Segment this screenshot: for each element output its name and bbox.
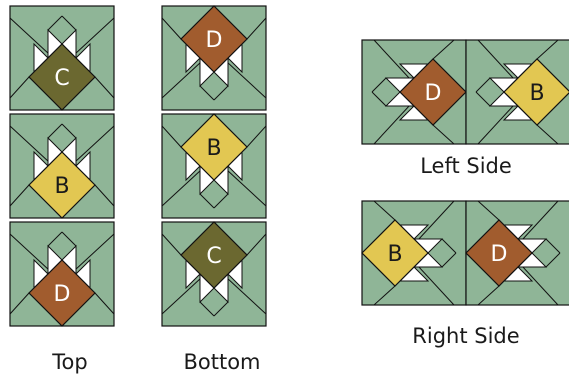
block-letter: C (54, 66, 69, 91)
block-letter: B (54, 174, 69, 199)
block-letter: D (206, 28, 223, 53)
caption-top: Top (51, 350, 87, 374)
block-letter: D (54, 282, 71, 307)
caption-bottom: Bottom (183, 350, 260, 374)
panel-top: C B D (10, 6, 114, 326)
caption-right-side: Right Side (412, 324, 519, 348)
block-letter: D (425, 81, 442, 106)
caption-left-side: Left Side (420, 154, 512, 178)
block-letter: D (491, 242, 508, 267)
block-letter: B (529, 81, 544, 106)
block-letter: B (206, 136, 221, 161)
block-letter: C (206, 244, 221, 269)
block-letter: B (387, 242, 402, 267)
panel-bottom: D B C (162, 6, 266, 326)
